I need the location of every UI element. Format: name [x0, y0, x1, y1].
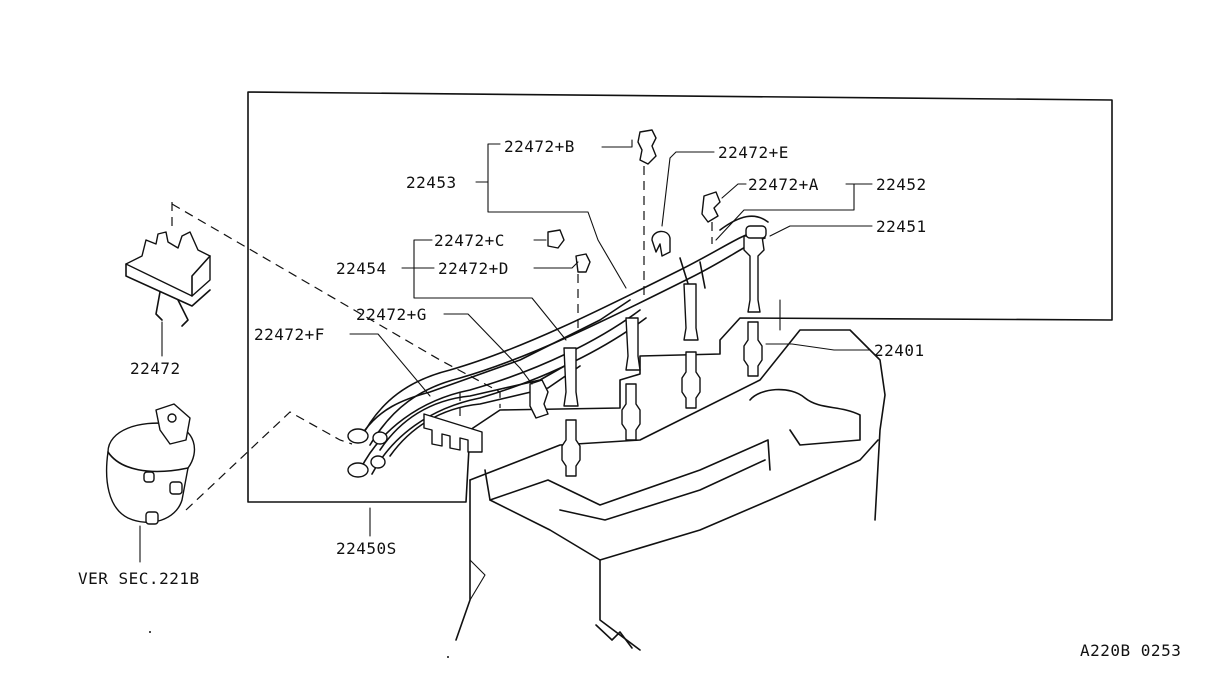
cable-clamps: [529, 129, 721, 419]
label-ver-sec: VER SEC.221B: [78, 569, 200, 588]
label-22472-f: 22472+F: [254, 325, 325, 344]
label-22472: 22472: [130, 359, 181, 378]
label-22452: 22452: [876, 175, 927, 194]
label-22450s: 22450S: [336, 539, 397, 558]
label-22451: 22451: [876, 217, 927, 236]
label-drawing-code: A220B 0253: [1080, 641, 1181, 660]
engine-cylinder-head: [455, 299, 886, 651]
assembly-frame: [247, 91, 1113, 503]
label-22454: 22454: [336, 259, 387, 278]
spark-plugs: [561, 321, 763, 477]
clamp-22472-part: [125, 231, 211, 327]
label-22472-g: 22472+G: [356, 305, 427, 324]
harness-comb-clamp: [423, 413, 483, 453]
distributor: [105, 403, 196, 525]
label-22472-e: 22472+E: [718, 143, 789, 162]
label-22472-b: 22472+B: [504, 137, 575, 156]
leader-lines: [139, 139, 873, 563]
label-22401: 22401: [874, 341, 925, 360]
plug-leads: [563, 225, 767, 407]
high-tension-cables: [347, 215, 769, 478]
label-22472-d: 22472+D: [438, 259, 509, 278]
label-22472-c: 22472+C: [434, 231, 505, 250]
label-22472-a: 22472+A: [748, 175, 819, 194]
label-22453: 22453: [406, 173, 457, 192]
